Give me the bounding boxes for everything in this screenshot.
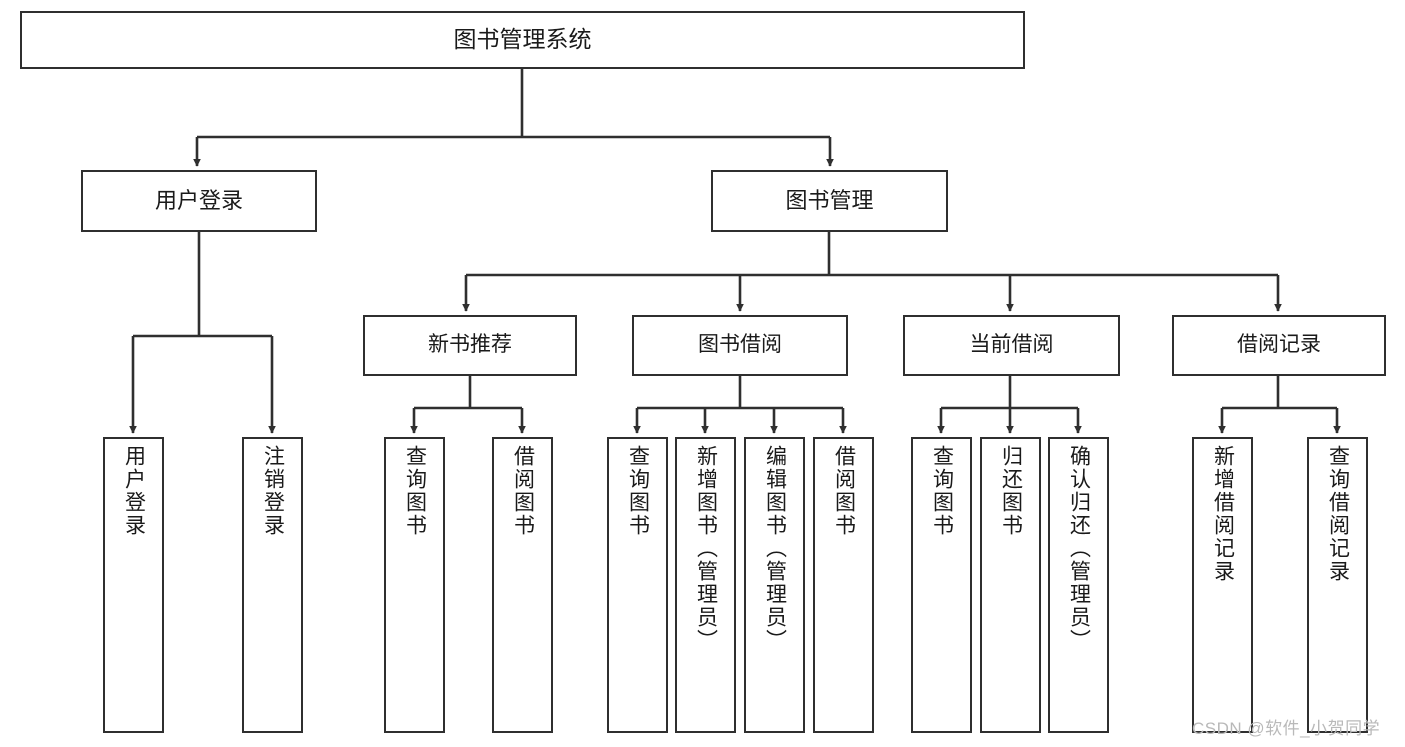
node-leaf-add-record[interactable]: 新增借阅记录 (1192, 437, 1253, 733)
node-current-borrow-label: 当前借阅 (969, 333, 1054, 357)
node-leaf-user-login[interactable]: 用户登录 (103, 437, 164, 733)
node-leaf-query-record[interactable]: 查询借阅记录 (1307, 437, 1368, 733)
node-leaf-query-book-2[interactable]: 查询图书 (607, 437, 668, 733)
node-leaf-logout[interactable]: 注销登录 (242, 437, 303, 733)
node-leaf-query-book-1-label: 查询图书 (403, 445, 427, 537)
node-new-book-rec-label: 新书推荐 (428, 333, 512, 357)
node-borrow-record-label: 借阅记录 (1237, 333, 1321, 357)
node-book-borrow[interactable]: 图书借阅 (632, 315, 848, 376)
node-book-manage-label: 图书管理 (785, 188, 874, 214)
node-leaf-borrow-book-2[interactable]: 借阅图书 (813, 437, 874, 733)
node-new-book-rec[interactable]: 新书推荐 (363, 315, 577, 376)
node-book-borrow-label: 图书借阅 (698, 333, 782, 357)
node-borrow-record[interactable]: 借阅记录 (1172, 315, 1386, 376)
watermark: CSDN @软件_小贺同学 (1192, 719, 1381, 738)
node-leaf-query-book-3[interactable]: 查询图书 (911, 437, 972, 733)
node-leaf-query-book-3-label: 查询图书 (930, 445, 954, 537)
node-leaf-edit-book[interactable]: 编辑图书（管理员） (744, 437, 805, 733)
node-user-login[interactable]: 用户登录 (81, 170, 317, 232)
node-leaf-borrow-book-1-label: 借阅图书 (511, 445, 535, 537)
node-leaf-add-book[interactable]: 新增图书（管理员） (675, 437, 736, 733)
node-leaf-edit-book-label: 编辑图书（管理员） (763, 445, 787, 652)
node-leaf-borrow-book-2-label: 借阅图书 (832, 445, 856, 537)
node-user-login-label: 用户登录 (154, 188, 243, 214)
node-leaf-confirm-return-label: 确认归还（管理员） (1067, 445, 1091, 652)
node-leaf-query-book-1[interactable]: 查询图书 (384, 437, 445, 733)
node-leaf-query-record-label: 查询借阅记录 (1326, 445, 1350, 583)
node-leaf-user-login-label: 用户登录 (122, 445, 146, 537)
node-leaf-borrow-book-1[interactable]: 借阅图书 (492, 437, 553, 733)
node-current-borrow[interactable]: 当前借阅 (903, 315, 1120, 376)
node-root-label: 图书管理系统 (453, 26, 592, 53)
node-book-manage[interactable]: 图书管理 (711, 170, 948, 232)
node-leaf-return-book-label: 归还图书 (999, 445, 1023, 537)
node-leaf-return-book[interactable]: 归还图书 (980, 437, 1041, 733)
node-root[interactable]: 图书管理系统 (20, 11, 1025, 69)
node-leaf-confirm-return[interactable]: 确认归还（管理员） (1048, 437, 1109, 733)
node-leaf-add-record-label: 新增借阅记录 (1211, 445, 1235, 583)
node-leaf-add-book-label: 新增图书（管理员） (694, 445, 718, 652)
node-leaf-query-book-2-label: 查询图书 (626, 445, 650, 537)
node-leaf-logout-label: 注销登录 (261, 445, 285, 537)
